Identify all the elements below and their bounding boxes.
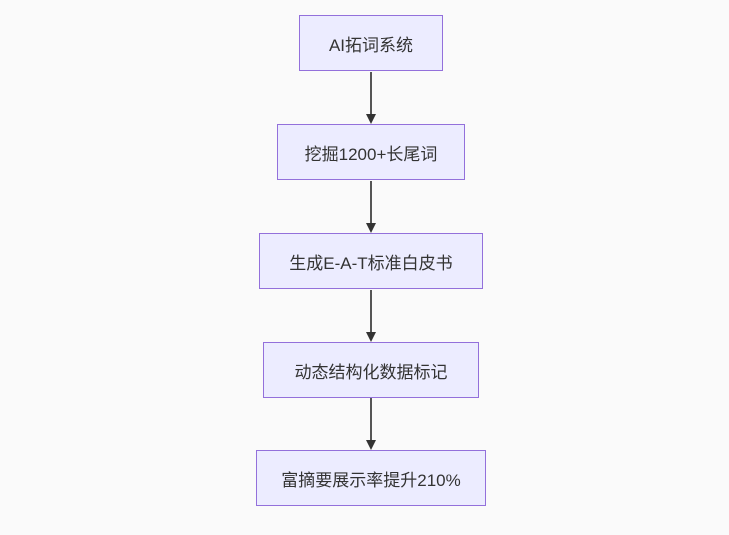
arrow-down-icon — [365, 72, 377, 124]
arrow-down-icon — [365, 290, 377, 342]
arrow-shaft — [370, 398, 372, 440]
arrow-shaft — [370, 290, 372, 332]
flow-node-longtail-mining: 挖掘1200+长尾词 — [277, 124, 465, 180]
flow-node-ai-word-system: AI拓词系统 — [299, 15, 443, 71]
flow-node-rich-snippet-result: 富摘要展示率提升210% — [256, 450, 486, 506]
arrow-shaft — [370, 72, 372, 114]
arrowhead-icon — [366, 440, 376, 450]
arrow-shaft — [370, 181, 372, 223]
flow-node-structured-data: 动态结构化数据标记 — [263, 342, 479, 398]
flow-node-eat-whitepaper: 生成E-A-T标准白皮书 — [259, 233, 483, 289]
arrow-down-icon — [365, 398, 377, 450]
arrowhead-icon — [366, 223, 376, 233]
arrowhead-icon — [366, 114, 376, 124]
arrow-down-icon — [365, 181, 377, 233]
arrowhead-icon — [366, 332, 376, 342]
